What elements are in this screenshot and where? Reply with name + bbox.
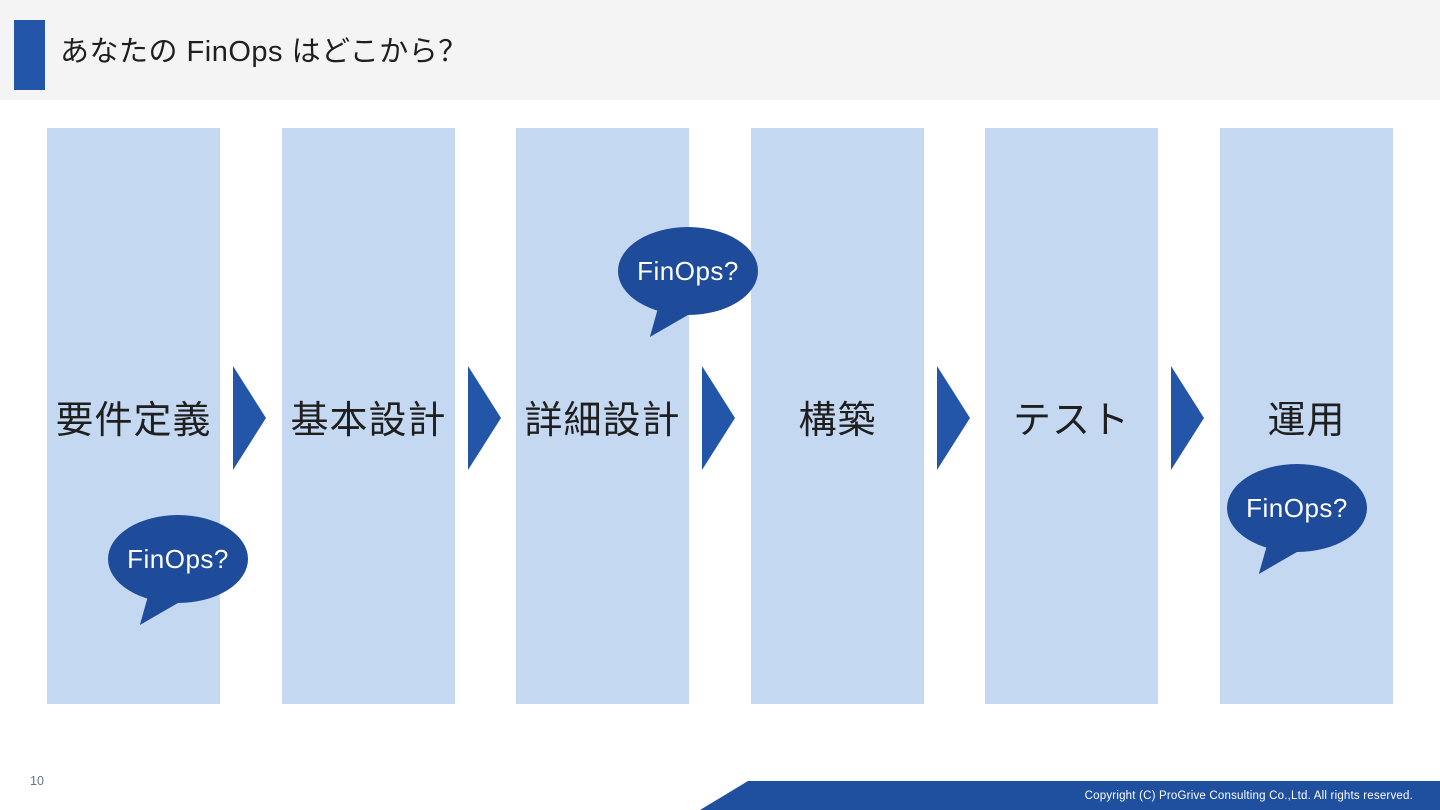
finops-bubble-requirements: FinOps? xyxy=(108,515,248,625)
bubble-label: FinOps? xyxy=(637,255,739,286)
bubble-body: FinOps? xyxy=(618,227,758,315)
step-label: テスト xyxy=(1012,399,1130,442)
flow-arrow-icon xyxy=(1171,366,1204,470)
copyright-text: Copyright (C) ProGrive Consulting Co.,Lt… xyxy=(1084,789,1413,802)
step-column-detail-design: 詳細設計 xyxy=(516,128,689,704)
flow-arrow-icon xyxy=(468,366,501,470)
step-label: 要件定義 xyxy=(55,399,212,442)
step-label: 基本設計 xyxy=(290,399,447,442)
bubble-body: FinOps? xyxy=(1227,464,1367,552)
step-column-operation: 運用 xyxy=(1220,128,1393,704)
finops-bubble-operation: FinOps? xyxy=(1227,464,1367,574)
bubble-label: FinOps? xyxy=(127,543,229,574)
step-column-build: 構築 xyxy=(751,128,924,704)
bubble-body: FinOps? xyxy=(108,515,248,603)
slide-header: あなたの FinOps はどこから？ xyxy=(0,0,1440,100)
finops-bubble-detail-design: FinOps? xyxy=(618,227,758,337)
page-number: 10 xyxy=(30,774,44,788)
flow-arrow-icon xyxy=(233,366,266,470)
step-label: 運用 xyxy=(1267,399,1346,442)
title-accent-bar xyxy=(14,20,45,90)
step-label: 構築 xyxy=(798,399,877,442)
footer-band: Copyright (C) ProGrive Consulting Co.,Lt… xyxy=(700,781,1440,810)
flow-arrow-icon xyxy=(937,366,970,470)
step-column-test: テスト xyxy=(985,128,1158,704)
step-label: 詳細設計 xyxy=(524,399,681,442)
bubble-label: FinOps? xyxy=(1246,492,1348,523)
step-column-requirements: 要件定義 xyxy=(47,128,220,704)
slide-title: あなたの FinOps はどこから？ xyxy=(60,36,468,68)
step-column-basic-design: 基本設計 xyxy=(282,128,455,704)
flow-arrow-icon xyxy=(702,366,735,470)
